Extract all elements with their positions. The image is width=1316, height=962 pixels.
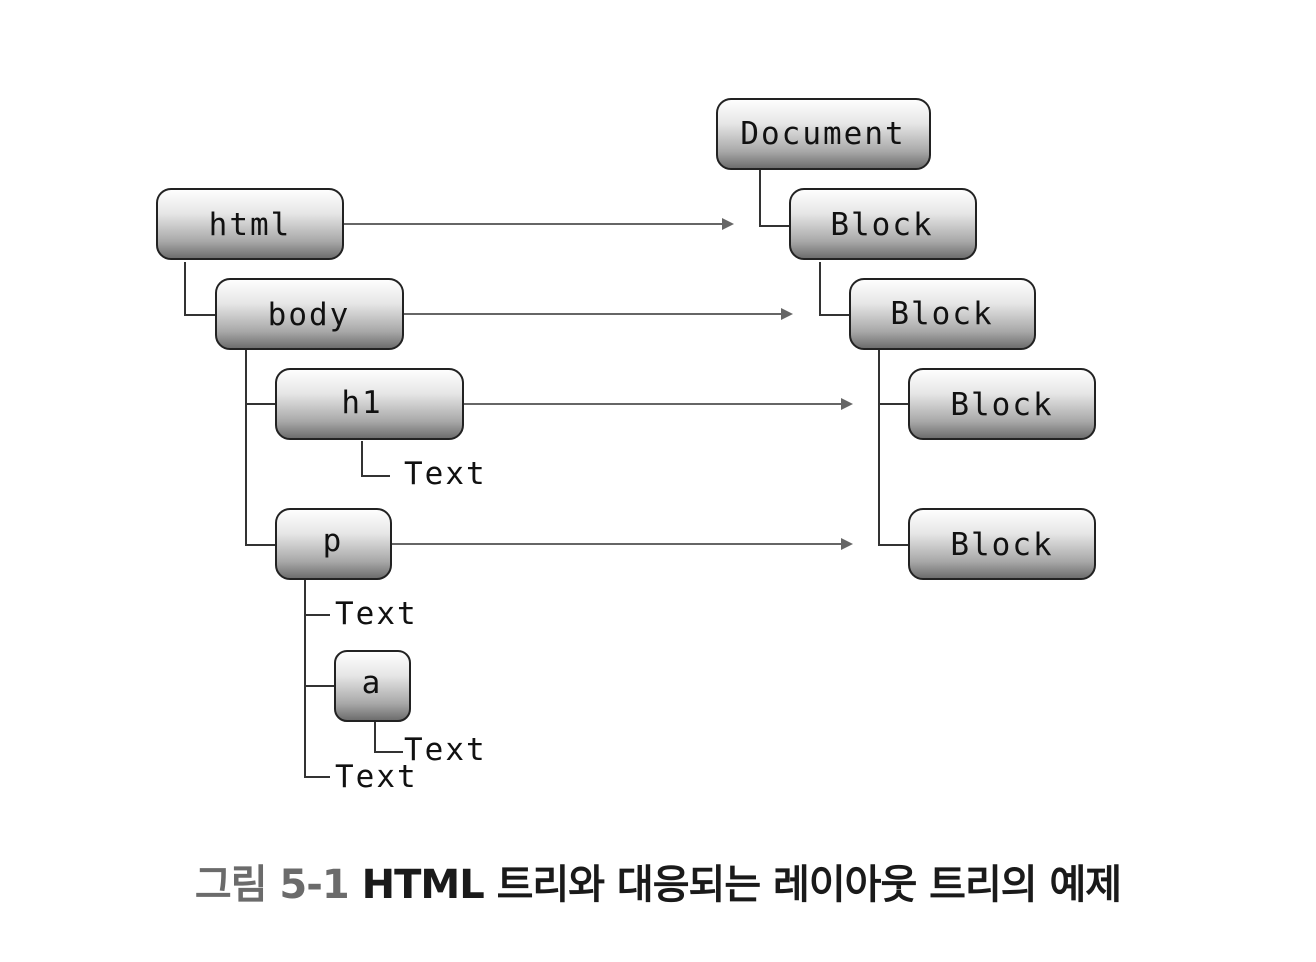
figure-caption: 그림 5-1 HTML 트리와 대응되는 레이아웃 트리의 예제 — [0, 852, 1316, 910]
node-document-label: Document — [740, 116, 905, 152]
figure-number: 그림 5-1 — [194, 862, 350, 908]
node-a: a — [334, 650, 411, 722]
node-block-html-label: Block — [830, 207, 933, 243]
figure-title: HTML 트리와 대응되는 레이아웃 트리의 예제 — [361, 862, 1122, 908]
mapping-arrows — [343, 218, 853, 550]
node-block-h1: Block — [908, 368, 1096, 440]
node-h1-label: h1 — [341, 385, 382, 421]
node-html-label: html — [209, 207, 292, 243]
node-block-p: Block — [908, 508, 1096, 580]
node-p: p — [275, 508, 392, 580]
p-text-leaf-1: Text — [335, 596, 418, 632]
html-tree-connectors — [184, 262, 403, 778]
node-body: body — [215, 278, 404, 350]
node-h1: h1 — [275, 368, 464, 440]
layout-tree-connectors — [759, 170, 909, 546]
node-block-body: Block — [849, 278, 1036, 350]
node-block-h1-label: Block — [950, 387, 1053, 423]
node-block-p-label: Block — [950, 527, 1053, 563]
a-text-leaf: Text — [404, 732, 487, 768]
p-text-leaf-2: Text — [335, 759, 418, 795]
node-p-label: p — [323, 523, 344, 559]
node-block-body-label: Block — [890, 296, 993, 332]
node-a-label: a — [362, 665, 383, 701]
node-html: html — [156, 188, 344, 260]
h1-text-leaf: Text — [404, 456, 487, 492]
node-block-html: Block — [789, 188, 977, 260]
node-document: Document — [716, 98, 931, 170]
node-body-label: body — [268, 297, 351, 333]
